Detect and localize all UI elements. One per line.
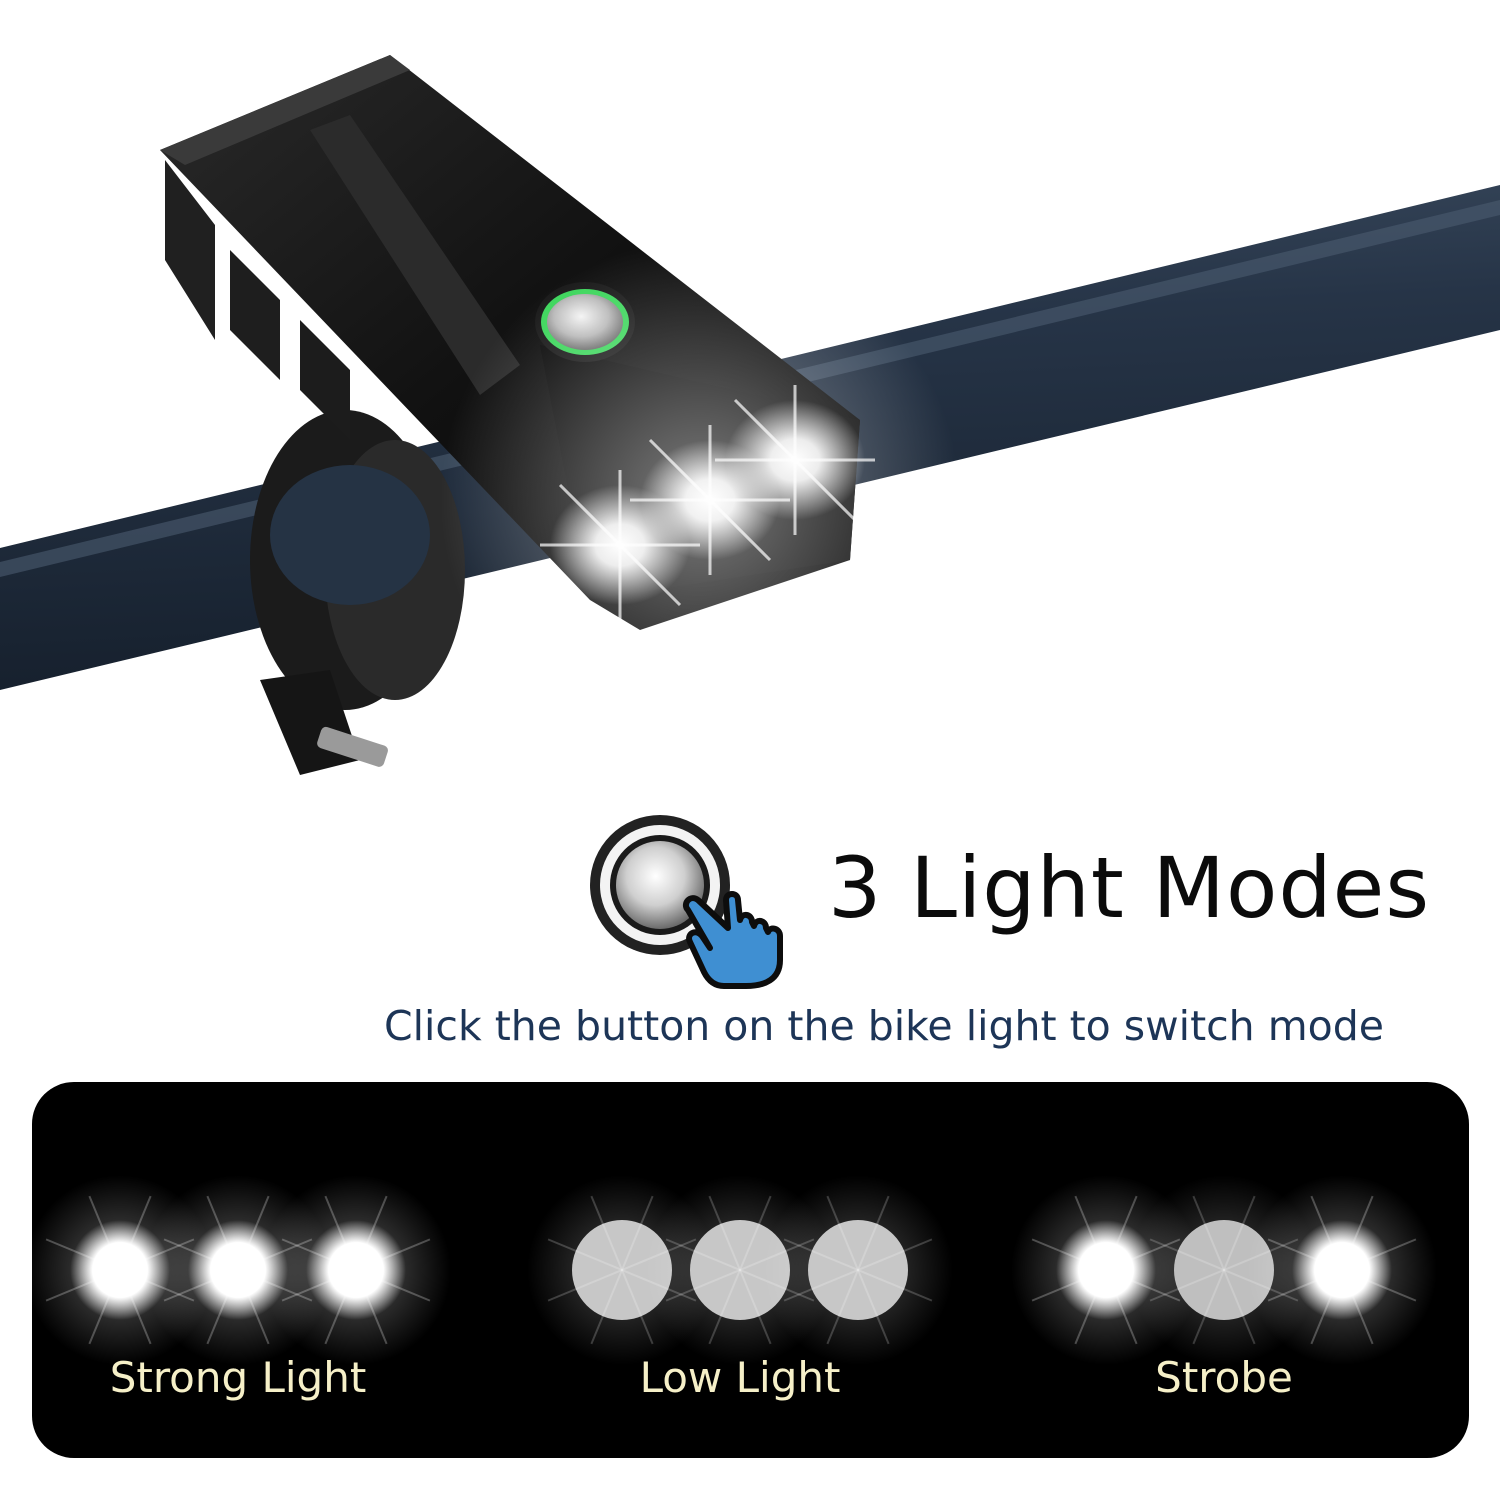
led-dot: [1056, 1220, 1156, 1320]
led-ray: [783, 1238, 933, 1302]
page-title: 3 Light Modes: [828, 839, 1431, 937]
led-ray: [826, 1195, 890, 1345]
led-ray: [324, 1195, 388, 1345]
led-ray: [281, 1238, 431, 1302]
led-ray: [1310, 1195, 1374, 1345]
led-ray: [88, 1195, 152, 1345]
mode-label-strobe: Strobe: [1155, 1353, 1293, 1402]
led-dot: [188, 1220, 288, 1320]
led-ray: [281, 1238, 431, 1302]
led-ray: [1074, 1195, 1138, 1345]
led-ray: [1192, 1195, 1256, 1345]
product-photo: [0, 55, 1500, 775]
led-ray: [324, 1195, 388, 1345]
pointing-hand-icon: [682, 891, 783, 989]
led-ray: [1267, 1238, 1417, 1302]
led-ray: [1310, 1195, 1374, 1345]
led-dot: [808, 1220, 908, 1320]
led-array: [440, 240, 960, 760]
mount-clamp: [250, 410, 465, 775]
light-modes-panel: Strong Light Low Light Strobe: [32, 1082, 1469, 1458]
mode-label-strong: Strong Light: [109, 1353, 367, 1402]
led-ray: [708, 1195, 772, 1345]
led-ray: [1074, 1195, 1138, 1345]
mode-leds: [32, 1175, 1437, 1365]
led-ray: [1192, 1195, 1256, 1345]
mode-group: [32, 1175, 451, 1365]
led-dot: [70, 1220, 170, 1320]
led-ray: [826, 1195, 890, 1345]
led-ray: [206, 1195, 270, 1345]
mode-label-low: Low Light: [639, 1353, 841, 1402]
led-ray: [88, 1195, 152, 1345]
led-dot: [690, 1220, 790, 1320]
mode-group: [1011, 1175, 1437, 1365]
led-dot: [1174, 1220, 1274, 1320]
led-ray: [206, 1195, 270, 1345]
led-ray: [783, 1238, 933, 1302]
led-dot: [1292, 1220, 1392, 1320]
subtitle: Click the button on the bike light to sw…: [384, 1002, 1384, 1050]
led-ray: [590, 1195, 654, 1345]
led-ray: [590, 1195, 654, 1345]
led-dot: [572, 1220, 672, 1320]
led-ray: [1267, 1238, 1417, 1302]
mode-group: [527, 1175, 953, 1365]
led-ray: [708, 1195, 772, 1345]
headline: 3 Light Modes: [590, 800, 1450, 990]
led-dot: [306, 1220, 406, 1320]
